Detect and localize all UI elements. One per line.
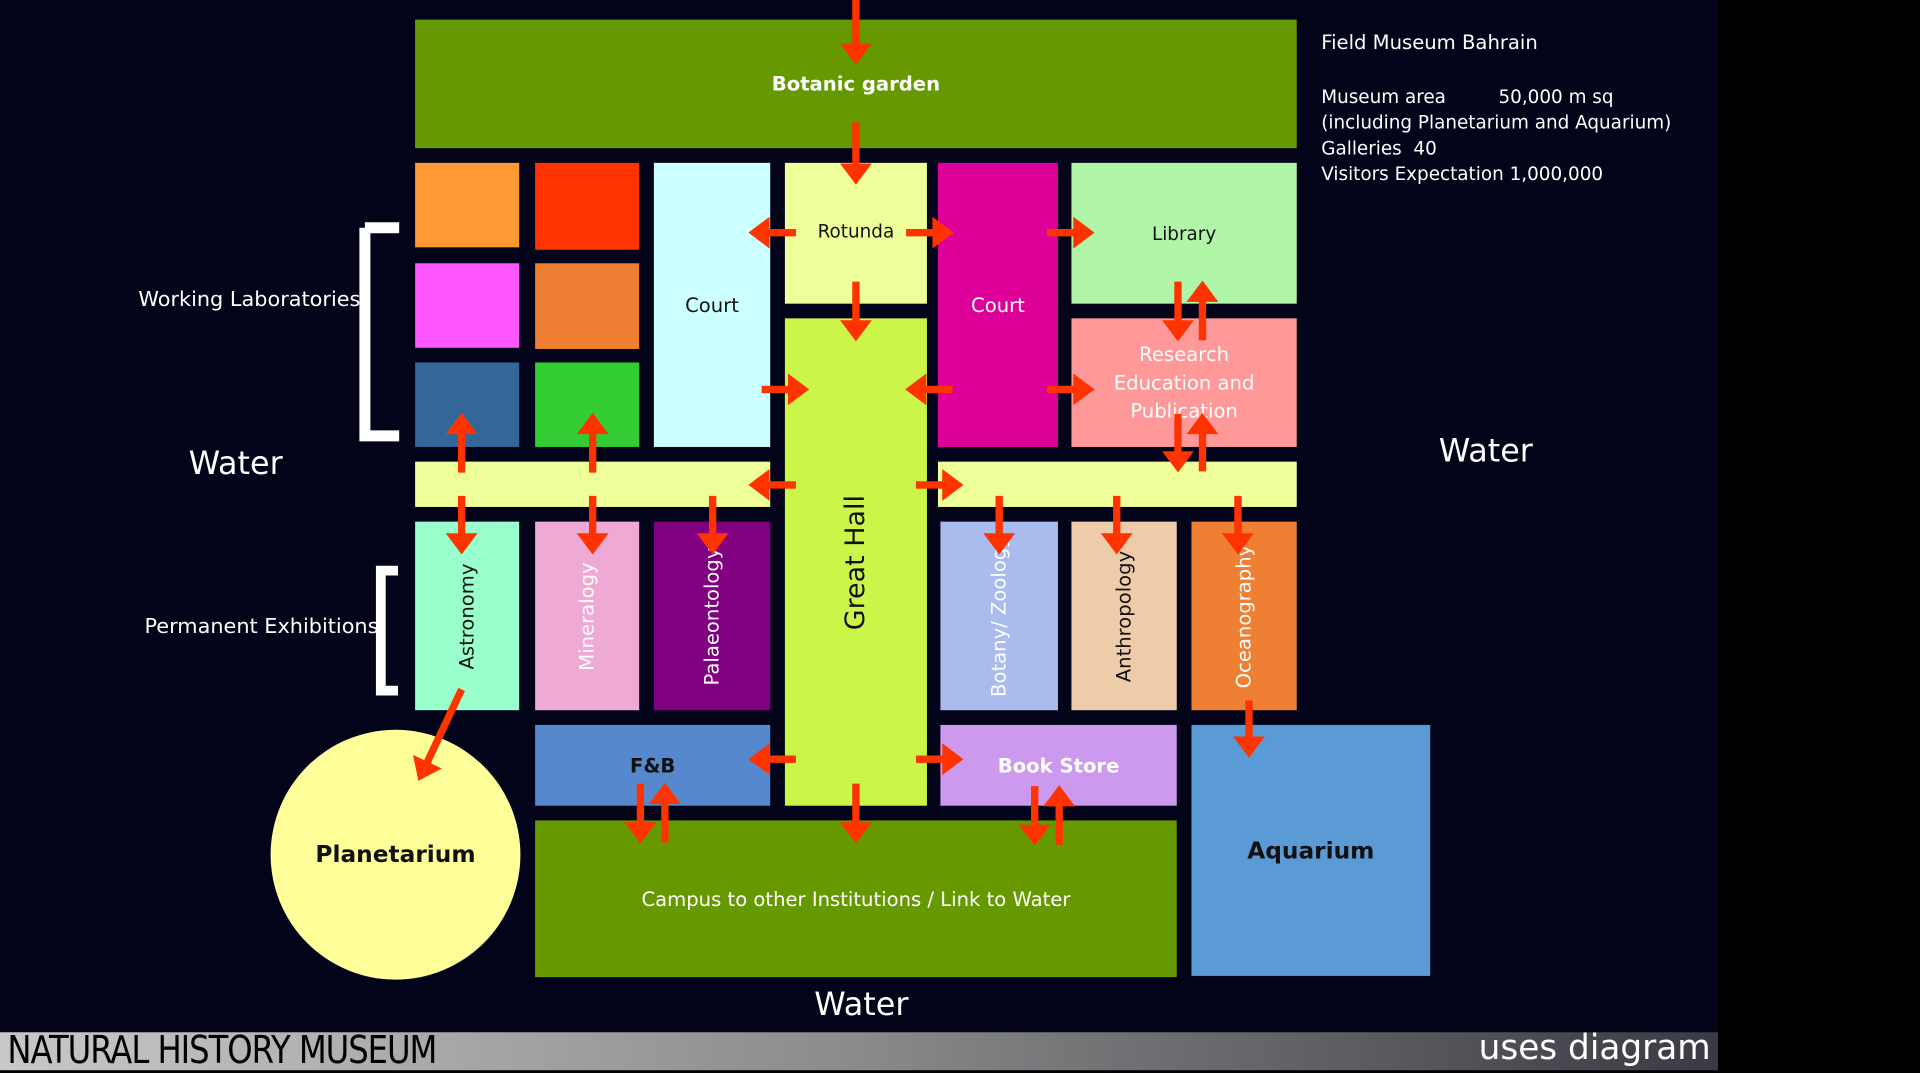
research-education-publication: Research Education and Publication — [1071, 318, 1297, 447]
info-heading: Field Museum Bahrain — [1321, 30, 1538, 54]
flow-arrow-head-icon — [576, 533, 609, 555]
flow-arrow-head-icon — [648, 782, 681, 804]
info-line: Galleries 40 — [1321, 137, 1437, 160]
planetarium: Planetarium — [270, 729, 521, 980]
flow-arrow-head-icon — [1043, 785, 1076, 807]
flow-arrow-head-icon — [840, 163, 872, 185]
flow-arrow-head-icon — [624, 822, 657, 844]
flow-arrow-head-icon — [445, 533, 478, 555]
anthropology: Anthropology — [1071, 521, 1177, 711]
flow-arrow-head-icon — [1100, 533, 1133, 555]
info-line: Visitors Expectation 1,000,000 — [1321, 162, 1604, 185]
campus-link: Campus to other Institutions / Link to W… — [535, 820, 1177, 978]
flow-arrow-head-icon — [1162, 451, 1194, 473]
aquarium: Aquarium — [1191, 724, 1431, 976]
flow-arrow-head-icon — [983, 533, 1016, 555]
flow-arrow-head-icon — [942, 468, 964, 501]
flow-arrow-head-icon — [413, 754, 442, 781]
flow-arrow-head-icon — [1186, 280, 1219, 302]
flow-arrow-head-icon — [1073, 373, 1095, 406]
court-right: Court — [937, 162, 1058, 447]
oceanography: Oceanography — [1191, 521, 1297, 711]
astronomy: Astronomy — [415, 521, 520, 711]
flow-arrow-head-icon — [748, 216, 770, 249]
flow-arrow-head-icon — [787, 373, 810, 406]
flow-arrow-head-icon — [840, 320, 872, 342]
library: Library — [1071, 162, 1297, 304]
flow-arrow-head-icon — [1186, 412, 1219, 435]
flow-arrow-head-icon — [576, 412, 609, 435]
exhibitions-bracket — [375, 565, 398, 696]
right-margin — [1717, 0, 1920, 1071]
labs-bracket — [359, 222, 400, 442]
flow-arrow-head-icon — [942, 743, 964, 776]
food-and-beverage: F&B — [535, 724, 771, 806]
info-line: (including Planetarium and Aquarium) — [1321, 111, 1672, 134]
mineralogy: Mineralogy — [535, 521, 640, 711]
title-bar: NATURAL HISTORY MUSEUM uses diagram — [0, 1027, 1718, 1073]
diagram-subtitle: uses diagram — [1478, 1027, 1711, 1068]
info-line: Museum area 50,000 m sq — [1321, 85, 1614, 108]
water-right-label: Water — [1438, 433, 1533, 471]
flow-arrow-head-icon — [1233, 736, 1265, 758]
flow-arrow-head-icon — [840, 43, 872, 65]
project-info: Field Museum Bahrain Museum area 50,000 … — [1321, 29, 1671, 187]
flow-arrow-head-icon — [748, 468, 770, 501]
flow-arrow-head-icon — [696, 533, 729, 555]
lab-4 — [535, 263, 640, 349]
water-bottom-label: Water — [814, 986, 909, 1024]
flow-arrow-head-icon — [1222, 533, 1254, 555]
rotunda: Rotunda — [784, 162, 927, 304]
flow-arrow-head-icon — [1018, 824, 1051, 846]
lab-1 — [415, 162, 520, 248]
court-left: Court — [653, 162, 771, 447]
flow-arrow-head-icon — [905, 373, 927, 406]
flow-arrow-head-icon — [932, 216, 954, 249]
flow-arrow-head-icon — [840, 822, 872, 844]
museum-title: NATURAL HISTORY MUSEUM — [7, 1028, 437, 1073]
flow-arrow-head-icon — [748, 743, 770, 776]
flow-arrow-head-icon — [1073, 216, 1095, 249]
flow-arrow-head-icon — [1162, 320, 1194, 342]
lab-2 — [535, 162, 640, 250]
flow-arrow-head-icon — [445, 412, 478, 435]
flow-arrow-shaft — [423, 687, 465, 764]
permanent-exhibitions-label: Permanent Exhibitions — [144, 614, 379, 640]
water-left-label: Water — [188, 445, 283, 483]
great-hall: Great Hall — [784, 318, 927, 806]
working-laboratories-label: Working Laboratories — [138, 287, 361, 313]
lab-3 — [415, 263, 520, 348]
